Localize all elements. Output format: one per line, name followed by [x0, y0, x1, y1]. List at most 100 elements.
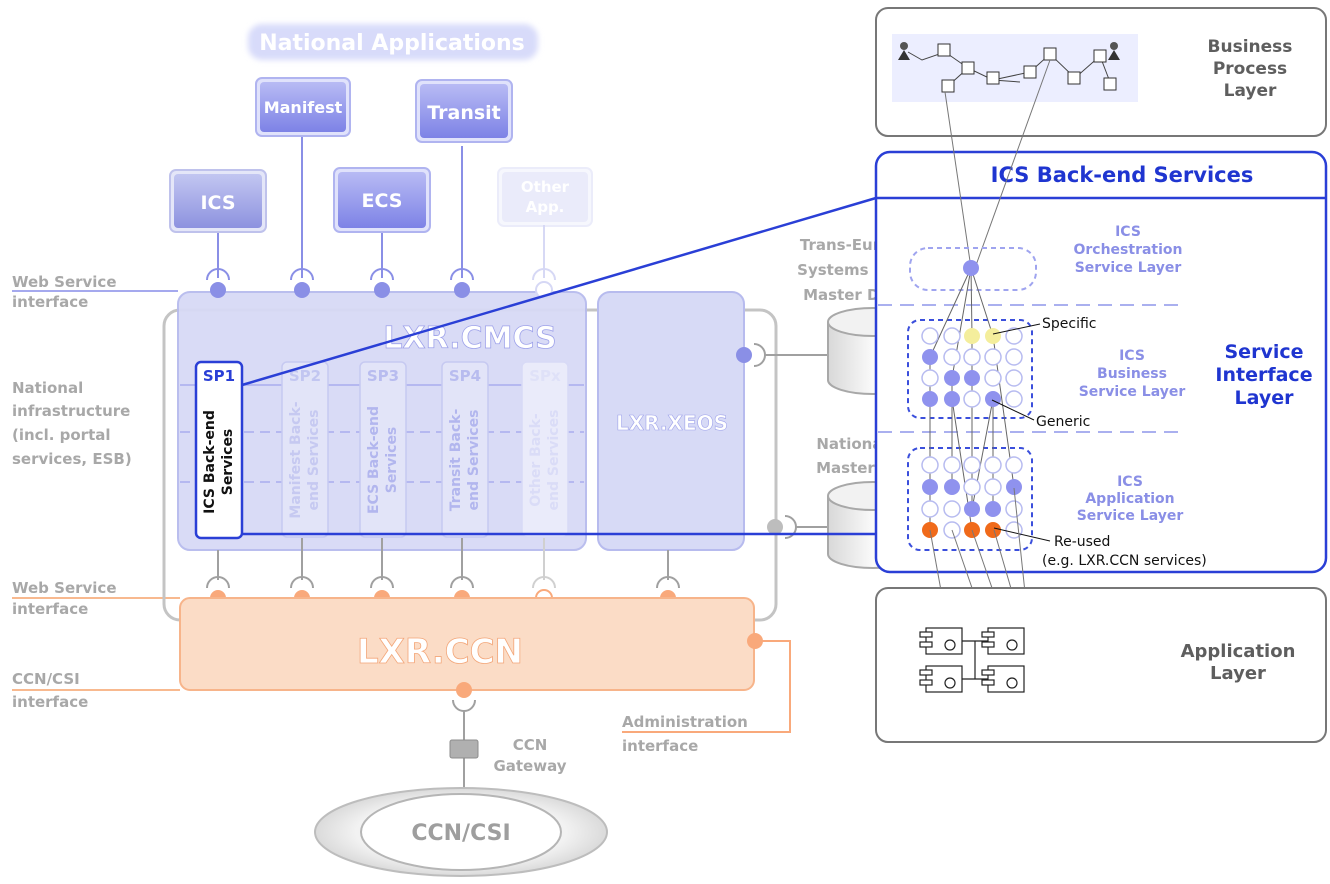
national-applications-title-group: National Applications — [248, 24, 538, 60]
app-transit: Transit — [415, 79, 513, 143]
empty-node — [921, 500, 939, 518]
empty-node — [921, 369, 939, 387]
orch-label-2: Orchestration — [1073, 242, 1182, 258]
orch-label-1: ICS — [1115, 224, 1141, 240]
nat-md-label-1: National — [816, 435, 887, 453]
empty-node — [943, 327, 961, 345]
ccn-gateway: CCN Gateway — [449, 736, 567, 775]
business-process-layer: Business Process Layer — [875, 7, 1327, 137]
service-dependency-line — [929, 267, 972, 358]
sp3-code: SP3 — [367, 367, 399, 385]
empty-node — [963, 348, 981, 366]
specific-node — [985, 328, 1001, 344]
sp-rotated-labels: ICS Back-end Services Manifest Back- end… — [202, 401, 562, 518]
app-layer-label-1: Application — [1181, 641, 1296, 662]
empty-node — [1005, 521, 1023, 539]
ccn-csi-ellipse-label: CCN/CSI — [411, 821, 510, 846]
sp4-line2: end Services — [466, 410, 482, 511]
ccn-logo: LXR.CCN — [357, 632, 523, 672]
spx-code: SPx — [529, 367, 561, 385]
app-manifest-label: Manifest — [264, 98, 343, 117]
app-ics-label: ICS — [200, 192, 235, 214]
web-service-bottom-2: interface — [12, 600, 88, 618]
service-node — [922, 479, 938, 495]
app-other: Other App. — [497, 167, 593, 227]
sp1-code: SP1 — [203, 367, 235, 385]
empty-node — [984, 369, 1002, 387]
empty-node — [1005, 348, 1023, 366]
sp1-line1: ICS Back-end — [202, 410, 218, 514]
sil-label: Service Interface Layer — [1215, 341, 1312, 409]
orchestration-group — [909, 247, 1037, 291]
sil-label-3: Layer — [1235, 387, 1295, 409]
app-sl-label-1: ICS — [1117, 474, 1143, 490]
service-dependency-line — [970, 267, 994, 337]
bpl-label-2: Process — [1213, 59, 1287, 79]
empty-node — [984, 478, 1002, 496]
title-glow — [248, 24, 538, 60]
web-service-bottom-1: Web Service — [12, 579, 117, 597]
app-other-label-2: App. — [526, 198, 565, 216]
empty-node — [963, 456, 981, 474]
empty-node — [921, 456, 939, 474]
specific-label: Specific — [1042, 316, 1097, 332]
reused-node — [985, 522, 1001, 538]
empty-node — [1005, 500, 1023, 518]
app-ics: ICS — [169, 169, 267, 233]
empty-node — [963, 390, 981, 408]
sp2-box — [281, 361, 329, 538]
empty-node — [963, 478, 981, 496]
service-node — [964, 501, 980, 517]
app-transit-label: Transit — [427, 102, 501, 124]
empty-node — [943, 456, 961, 474]
spx-line1: Other Back- — [528, 413, 544, 507]
service-node — [964, 370, 980, 386]
app-ecs-label: ECS — [362, 190, 403, 212]
person-icon-left — [898, 42, 910, 60]
spx-line2: end Services — [546, 410, 562, 511]
sp3-line2: Services — [384, 427, 400, 494]
sl-labels: ICS Orchestration Service Layer ICS Busi… — [1073, 224, 1185, 524]
app-connectors — [217, 135, 545, 278]
service-node — [922, 391, 938, 407]
specific-node — [964, 328, 980, 344]
sp2-code: SP2 — [289, 367, 321, 385]
xeos-box — [597, 291, 745, 551]
empty-node — [921, 327, 939, 345]
bpl-label-1: Business — [1208, 37, 1293, 57]
empty-node — [984, 348, 1002, 366]
annotations: Specific Generic Re-used (e.g. LXR.CCN s… — [991, 316, 1207, 569]
empty-node — [1005, 327, 1023, 345]
service-node — [985, 501, 1001, 517]
reused-label-2: (e.g. LXR.CCN services) — [1042, 553, 1207, 569]
ccn-bottom-connector — [452, 682, 476, 800]
orchestration-node — [963, 260, 979, 276]
service-node — [944, 391, 960, 407]
admin-label-2: interface — [622, 737, 698, 755]
sp3-box — [359, 361, 407, 538]
sil-label-1: Service — [1225, 341, 1304, 363]
cmcs-logo: LXR.CMCS — [383, 321, 557, 357]
sil-label-2: Interface — [1215, 364, 1312, 386]
app-sl-label-2: Application — [1085, 491, 1174, 507]
reused-label-1: Re-used — [1054, 534, 1110, 550]
process-cubes — [937, 43, 1117, 93]
empty-node — [984, 456, 1002, 474]
svg-text:LXR.XEOS: LXR.XEOS — [616, 411, 728, 435]
application-group — [907, 447, 1033, 551]
bpl-label-3: Layer — [1224, 81, 1277, 101]
empty-node — [943, 348, 961, 366]
person-icon-right — [1108, 42, 1120, 60]
sp1-line2: Services — [220, 429, 236, 496]
orch-label-3: Service Layer — [1075, 260, 1182, 276]
empty-node — [943, 500, 961, 518]
sp3-line1: ECS Back-end — [366, 406, 382, 514]
app-layer-label-2: Layer — [1210, 663, 1266, 684]
business-group — [907, 319, 1033, 419]
sp4-line1: Transit Back- — [448, 409, 464, 512]
service-node — [944, 370, 960, 386]
admin-interface: Administration interface — [622, 633, 791, 755]
ics-backend-title: ICS Back-end Services — [991, 163, 1254, 187]
sp1-zoom-lines — [241, 196, 877, 536]
